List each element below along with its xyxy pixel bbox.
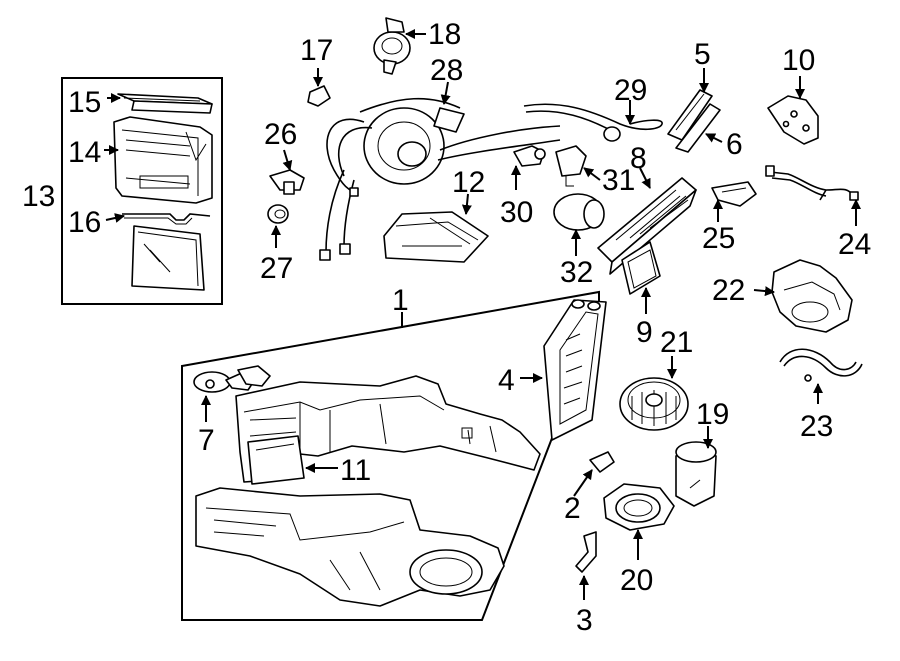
plate-20-part	[603, 483, 675, 531]
motor-32-part	[553, 193, 605, 231]
callout-26: 26	[264, 118, 297, 151]
callout-20: 20	[620, 564, 653, 597]
callout-10: 10	[782, 44, 815, 77]
actuator-7-part	[193, 365, 271, 393]
seal-16-part	[122, 213, 211, 225]
switch-31-part	[555, 145, 587, 187]
callout-19: 19	[696, 398, 729, 431]
seal-5-part	[667, 89, 713, 141]
filter-door-part	[131, 225, 205, 291]
callout-28: 28	[430, 54, 463, 87]
callout-13: 13	[22, 180, 55, 213]
bracket-2-part	[589, 451, 615, 473]
callout-numbers: 1 2 3 4 5 6 7 8 9 10 11 12 13 14 15 16 1…	[22, 18, 871, 637]
door-11-part	[247, 435, 305, 485]
leader-lines	[104, 29, 861, 600]
callout-8: 8	[630, 142, 647, 175]
housing-22-part	[771, 259, 853, 333]
callout-25: 25	[702, 222, 735, 255]
callout-24: 24	[838, 228, 871, 261]
sensor-26-part	[269, 169, 305, 195]
callout-23: 23	[800, 410, 833, 443]
motor-28-part	[319, 97, 561, 261]
bracket-23-part	[779, 348, 863, 382]
bracket-10-part	[767, 95, 819, 145]
callout-21: 21	[660, 326, 693, 359]
callout-9: 9	[636, 316, 653, 349]
seal-6-part	[675, 103, 721, 153]
callout-14: 14	[68, 136, 101, 169]
filter-9-part	[621, 241, 661, 295]
callout-11: 11	[340, 454, 371, 487]
callout-12: 12	[452, 166, 485, 199]
filter-15-part	[117, 93, 213, 114]
motor-19-part	[675, 441, 717, 507]
actuator-18-part	[373, 17, 411, 75]
callout-3: 3	[576, 604, 593, 637]
heater-core-4-part	[543, 299, 607, 441]
housing-assembly-1	[181, 290, 607, 621]
callout-5: 5	[694, 38, 711, 71]
callout-7: 7	[198, 424, 215, 457]
callout-27: 27	[260, 252, 293, 285]
blower-wheel-21-part	[619, 377, 689, 431]
callout-16: 16	[68, 206, 101, 239]
callout-2: 2	[564, 492, 581, 525]
callout-22: 22	[712, 274, 745, 307]
inset-box-13	[61, 77, 223, 305]
valve-30-part	[513, 145, 546, 167]
grommet-27-part	[267, 204, 289, 224]
callout-15: 15	[68, 86, 101, 119]
hose-29-part	[523, 103, 663, 142]
lower-housing-part	[195, 487, 505, 607]
callout-18: 18	[428, 18, 461, 51]
callout-6: 6	[726, 128, 743, 161]
callout-17: 17	[300, 34, 333, 67]
bracket-3-part	[575, 531, 597, 573]
resistor-12-part	[383, 211, 489, 263]
harness-24-part	[765, 165, 859, 201]
duct-25-part	[711, 181, 757, 207]
callout-31: 31	[602, 164, 635, 197]
case-14-part	[113, 116, 213, 204]
callout-30: 30	[500, 196, 533, 229]
callout-1: 1	[392, 284, 409, 317]
callout-29: 29	[614, 74, 647, 107]
callout-32: 32	[560, 256, 593, 289]
clip-17-part	[307, 85, 331, 107]
callout-4: 4	[498, 364, 515, 397]
